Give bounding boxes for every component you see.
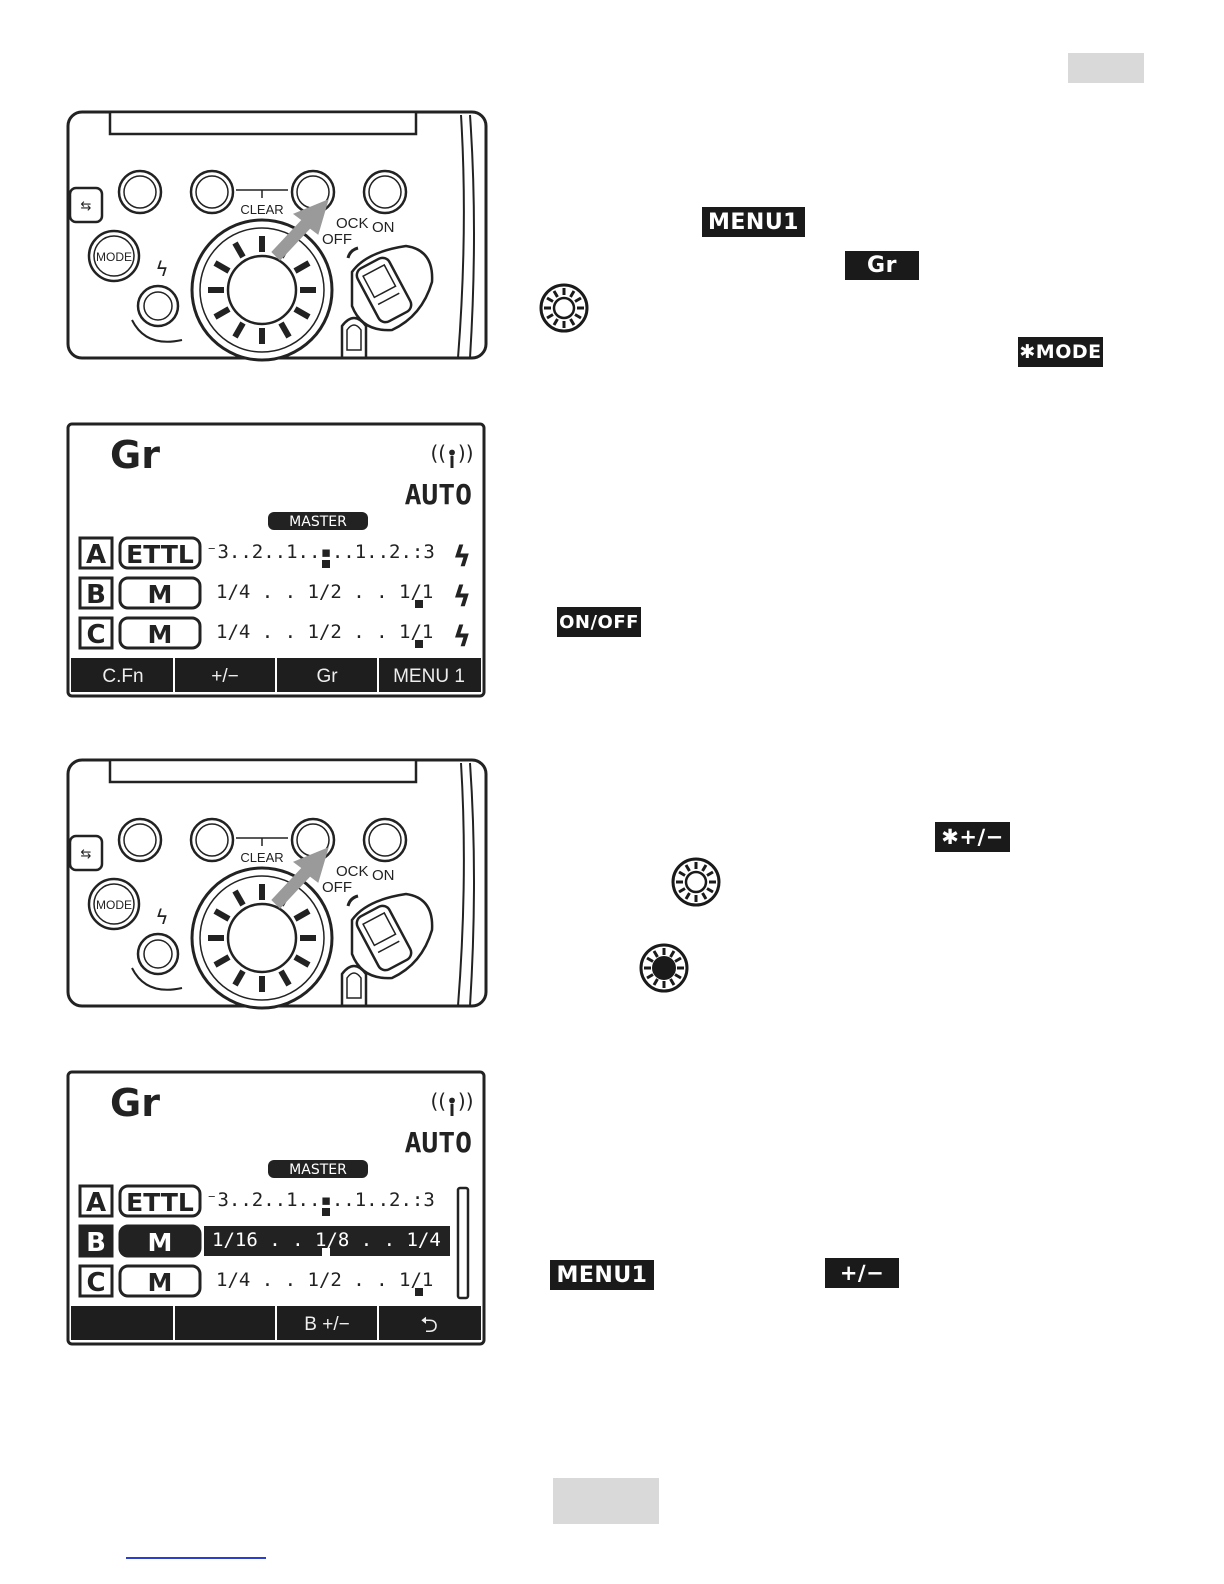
svg-text:ϟ: ϟ — [155, 905, 168, 929]
lcd-mode-label: Gr — [110, 1081, 160, 1125]
lcd-row-a: A ETTL ⁻3..2..1..▪..1..2.:3 — [78, 1184, 435, 1218]
lcd-screen-drawing-2: Gr ((•)) AUTO MASTER A ETTL ⁻3..2..1..▪.… — [66, 1070, 486, 1346]
select-dial-icon-2 — [671, 857, 721, 907]
softkey-b-plus-minus: B +/− — [304, 1314, 349, 1335]
softkey-menu1: MENU 1 — [393, 666, 465, 687]
set-button-icon — [639, 943, 689, 993]
flash-icon: ϟ — [453, 580, 471, 613]
softkey-cfn: C.Fn — [102, 666, 143, 687]
lock-label: OCK — [336, 215, 369, 232]
softkey-return: ⮌ — [420, 1313, 438, 1338]
gr-label: Gr — [845, 251, 919, 280]
on-off-label: ON/OFF — [557, 607, 641, 637]
lcd-row-c: C M 1/4 . . 1/2 . . 1/1 — [78, 1264, 433, 1298]
softkey-plus-minus: +/− — [211, 666, 238, 687]
lcd-auto-label: AUTO — [405, 478, 472, 511]
lock-label: OCK — [336, 863, 369, 880]
lcd-master-label: MASTER — [289, 514, 347, 530]
lcd-row-b: B M 1/4 . . 1/2 . . 1/1 ϟ — [78, 576, 471, 613]
mode-button-label: MODE — [96, 250, 132, 264]
group-mode: M — [148, 580, 173, 609]
svg-text:ϟ: ϟ — [155, 257, 168, 281]
group-scale: 1/4 . . 1/2 . . 1/1 — [216, 1269, 433, 1291]
group-letter: A — [86, 540, 106, 570]
page-number-tab — [553, 1478, 659, 1524]
lcd-master-label: MASTER — [289, 1162, 347, 1178]
group-scale: 1/16 . . 1/8 . . 1/4 — [212, 1229, 441, 1251]
on-label: ON — [372, 219, 395, 236]
star-mode-label: ✱MODE — [1018, 337, 1103, 367]
group-letter: C — [86, 620, 105, 650]
menu1-label-2: MENU1 — [550, 1260, 654, 1290]
lcd-screen-drawing-1: Gr ((•)) AUTO MASTER A ETTL ⁻3..2..1..▪.… — [66, 422, 486, 698]
group-scale: 1/4 . . 1/2 . . 1/1 — [216, 621, 433, 643]
group-letter: A — [86, 1188, 106, 1218]
group-mode: ETTL — [126, 1188, 194, 1217]
off-label: OFF — [322, 879, 352, 896]
group-letter: B — [86, 580, 106, 610]
group-scale: ⁻3..2..1..▪..1..2.:3 — [206, 1189, 435, 1211]
lcd-row-c: C M 1/4 . . 1/2 . . 1/1 ϟ — [78, 616, 471, 653]
off-label: OFF — [322, 231, 352, 248]
flash-icon: ϟ — [453, 620, 471, 653]
lcd-screen-figure-1: Gr ((•)) AUTO MASTER A ETTL ⁻3..2..1..▪.… — [66, 422, 488, 700]
group-letter: C — [86, 1268, 105, 1298]
lcd-auto-label: AUTO — [405, 1126, 472, 1159]
flash-icon: ϟ — [453, 540, 471, 573]
group-mode: ETTL — [126, 540, 194, 569]
lcd-screen-figure-2: Gr ((•)) AUTO MASTER A ETTL ⁻3..2..1..▪.… — [66, 1070, 488, 1348]
svg-text:⇆: ⇆ — [81, 847, 92, 862]
group-scale: ⁻3..2..1..▪..1..2.:3 — [206, 541, 435, 563]
flash-control-panel-figure-2: ⇆ CLEAR MODE ϟ — [66, 758, 488, 1010]
select-dial-icon — [539, 283, 589, 333]
lcd-scrollbar — [456, 1186, 470, 1300]
menu1-label: MENU1 — [702, 207, 805, 237]
svg-text:⇆: ⇆ — [81, 199, 92, 214]
on-label: ON — [372, 867, 395, 884]
group-mode: M — [148, 620, 173, 649]
lcd-mode-label: Gr — [110, 433, 160, 477]
mode-button-label: MODE — [96, 898, 132, 912]
lcd-row-b-selected: B M 1/16 . . 1/8 . . 1/4 — [78, 1224, 450, 1258]
flash-control-panel-drawing-2: ⇆ CLEAR MODE ϟ — [66, 758, 488, 1010]
page-tab-top — [1068, 53, 1144, 83]
plus-minus-label: +∕− — [825, 1258, 899, 1288]
star-plus-minus-label: ✱+∕− — [935, 822, 1010, 852]
group-scale: 1/4 . . 1/2 . . 1/1 — [216, 581, 433, 603]
flash-control-panel-drawing: ⇆ CLEAR MODE ϟ — [66, 110, 488, 362]
group-letter: B — [86, 1228, 106, 1258]
group-mode: M — [148, 1268, 173, 1297]
group-mode: M — [148, 1228, 173, 1257]
flash-control-panel-figure-1: ⇆ CLEAR MODE ϟ — [66, 110, 488, 362]
clear-label: CLEAR — [240, 202, 283, 217]
lcd-row-a: A ETTL ⁻3..2..1..▪..1..2.:3 ϟ — [78, 536, 471, 573]
clear-label: CLEAR — [240, 850, 283, 865]
softkey-gr: Gr — [316, 666, 338, 687]
footer-link-underline — [126, 1557, 266, 1559]
